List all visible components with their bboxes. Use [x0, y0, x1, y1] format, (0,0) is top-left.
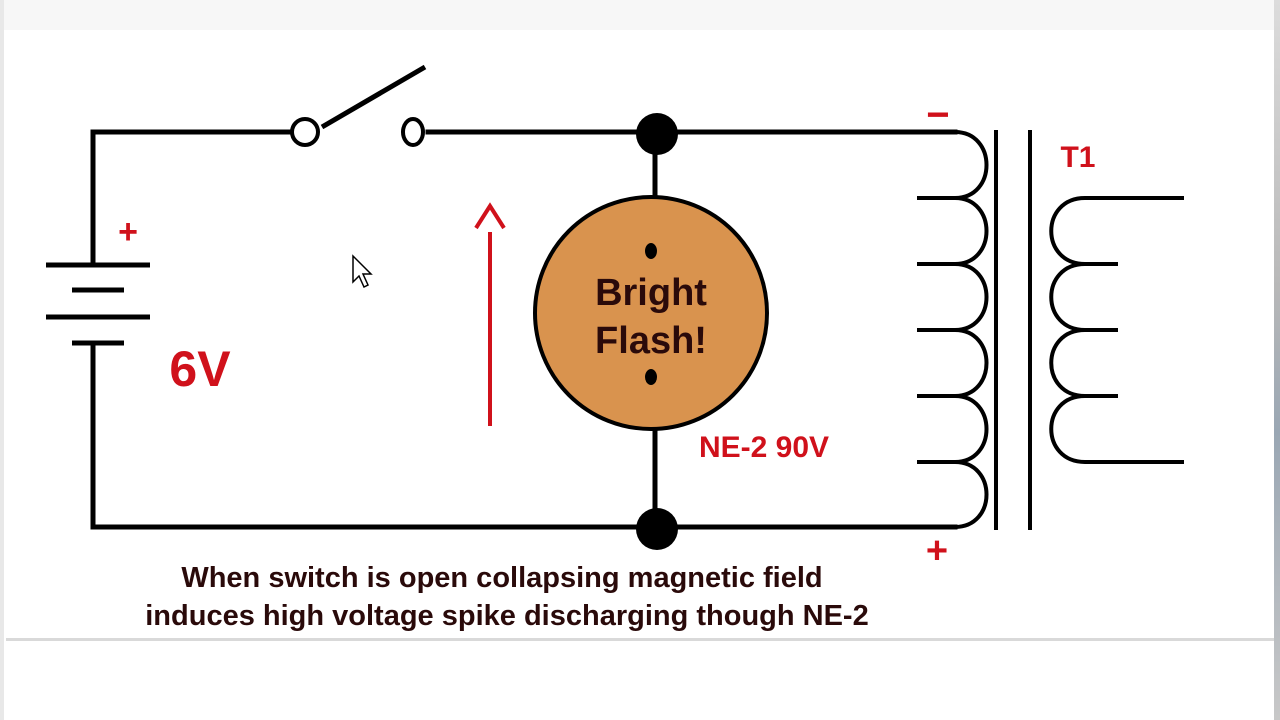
lamp-label-line2: Flash! [595, 320, 707, 362]
lamp-label-line1: Bright [595, 272, 707, 314]
neon-lamp [533, 195, 769, 431]
coil-minus-sign: − [926, 93, 949, 137]
junction-dot-bottom [636, 508, 678, 550]
switch-contact-left [290, 117, 320, 147]
caption-line-2: induces high voltage spike discharging t… [145, 600, 868, 632]
coil-plus-sign: + [926, 530, 948, 572]
browser-top-strip [0, 0, 1280, 30]
slide-bottom-border [6, 638, 1274, 641]
battery-voltage-label: 6V [169, 341, 231, 397]
current-direction-arrow [474, 202, 506, 426]
caption-line-1: When switch is open collapsing magnetic … [181, 562, 822, 594]
battery [46, 262, 150, 346]
mouse-cursor-icon [352, 254, 373, 289]
junction-dot-top [636, 113, 678, 155]
wire-top-left [90, 129, 295, 266]
battery-plus-sign: + [118, 213, 138, 251]
transformer-secondary-coil [1049, 196, 1184, 464]
right-edge-scrollbar[interactable] [1274, 0, 1280, 720]
transformer-primary-coil [917, 130, 989, 529]
arrow-head [474, 202, 506, 230]
lamp-part-label: NE-2 90V [699, 431, 829, 464]
transformer-label: T1 [1060, 141, 1095, 174]
lamp-electrode-bottom [645, 369, 657, 385]
switch[interactable] [290, 64, 427, 147]
lamp-electrode-top [645, 243, 657, 259]
left-edge [0, 0, 4, 720]
switch-contact-right [401, 117, 425, 147]
switch-lever [320, 64, 427, 130]
